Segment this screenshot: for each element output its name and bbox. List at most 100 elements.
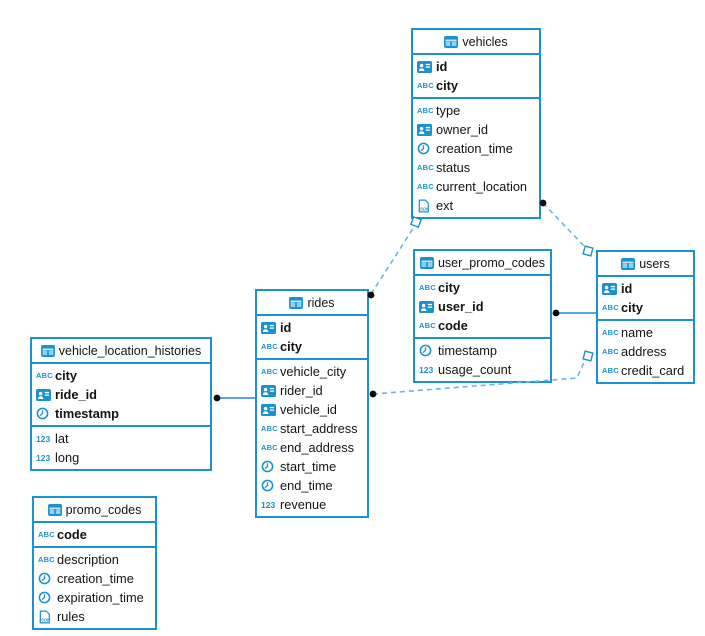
column-name: name (621, 325, 654, 340)
column-row: timestamp (415, 341, 550, 360)
column-name: city (621, 300, 644, 315)
column-name: start_time (280, 459, 337, 474)
column-row: 123 lat (32, 429, 210, 448)
column-name: creation_time (436, 141, 513, 156)
column-row: user_id (415, 297, 550, 316)
column-row: ABC status (413, 158, 539, 177)
123-icon: 123 (36, 452, 51, 463)
column-name: rider_id (280, 383, 323, 398)
table-header: users (598, 252, 693, 277)
id-card-icon (419, 301, 436, 313)
column-row: ext (413, 196, 539, 215)
column-row: ABC current_location (413, 177, 539, 196)
column-row: id (598, 279, 693, 298)
abc-icon: ABC (261, 342, 278, 351)
column-name: id (621, 281, 633, 296)
abc-icon: ABC (261, 367, 278, 376)
clock-icon (417, 142, 434, 155)
column-name: expiration_time (57, 590, 144, 605)
column-name: city (436, 78, 459, 93)
table-title: rides (307, 295, 335, 310)
column-row: ABC city (32, 366, 210, 385)
abc-icon: ABC (417, 106, 434, 115)
table-title: user_promo_codes (437, 255, 545, 270)
column-row: creation_time (413, 139, 539, 158)
column-row: ABC city (413, 76, 539, 95)
column-name: timestamp (438, 343, 498, 358)
table-header: vehicle_location_histories (32, 339, 210, 364)
column-name: timestamp (55, 406, 120, 421)
column-name: vehicle_id (280, 402, 337, 417)
column-row: rider_id (257, 381, 367, 400)
abc-icon: ABC (419, 321, 436, 330)
id-card-icon (261, 385, 278, 397)
table-title: vehicle_location_histories (58, 343, 202, 358)
column-row: ABC start_address (257, 419, 367, 438)
column-row: expiration_time (34, 588, 155, 607)
column-name: end_address (280, 440, 354, 455)
column-name: usage_count (438, 362, 512, 377)
table-icon (41, 345, 55, 357)
table-header: rides (257, 291, 367, 316)
column-row: ABC city (257, 337, 367, 356)
table-promo-codes[interactable]: promo_codes ABC code ABC description cre… (32, 496, 157, 630)
abc-icon: ABC (417, 81, 434, 90)
json-icon (417, 199, 434, 213)
abc-icon: ABC (38, 530, 55, 539)
table-header: user_promo_codes (415, 251, 550, 276)
table-user-promo-codes[interactable]: user_promo_codes ABC city user_id ABC co… (413, 249, 552, 383)
column-name: type (436, 103, 461, 118)
column-row: 123 usage_count (415, 360, 550, 379)
table-title: promo_codes (65, 502, 142, 517)
abc-icon: ABC (419, 283, 436, 292)
table-vehicle-location-histories[interactable]: vehicle_location_histories ABC city ride… (30, 337, 212, 471)
column-name: long (55, 450, 80, 465)
column-name: end_time (280, 478, 333, 493)
table-users[interactable]: users id ABC city ABC name ABC address A… (596, 250, 695, 384)
clock-icon (38, 591, 55, 604)
json-icon (38, 610, 55, 624)
abc-icon: ABC (36, 371, 53, 380)
table-title: users (639, 256, 670, 271)
column-row: timestamp (32, 404, 210, 423)
column-row: ABC vehicle_city (257, 362, 367, 381)
column-row: ABC address (598, 342, 693, 361)
column-name: code (438, 318, 468, 333)
id-card-icon (602, 283, 619, 295)
column-name: start_address (280, 421, 358, 436)
clock-icon (419, 344, 436, 357)
column-name: lat (55, 431, 69, 446)
column-name: ext (436, 198, 454, 213)
clock-icon (261, 460, 278, 473)
table-vehicles[interactable]: vehicles id ABC city ABC type owner_id (411, 28, 541, 219)
column-name: city (438, 280, 461, 295)
column-name: address (621, 344, 667, 359)
table-rides[interactable]: rides id ABC city ABC vehicle_city rider… (255, 289, 369, 518)
column-row: ABC city (598, 298, 693, 317)
column-row: id (257, 318, 367, 337)
column-name: city (55, 368, 78, 383)
abc-icon: ABC (602, 328, 619, 337)
table-icon (621, 258, 635, 270)
clock-icon (38, 572, 55, 585)
relation-vehicles-users (539, 199, 594, 257)
abc-icon: ABC (38, 555, 55, 564)
column-row: 123 long (32, 448, 210, 467)
123-icon: 123 (36, 433, 51, 444)
column-row: ABC description (34, 550, 155, 569)
column-row: start_time (257, 457, 367, 476)
relation-user-promo-codes-users (552, 309, 596, 317)
column-row: vehicle_id (257, 400, 367, 419)
table-icon (420, 257, 434, 269)
column-name: vehicle_city (280, 364, 347, 379)
id-card-icon (417, 124, 434, 136)
table-icon (444, 36, 458, 48)
column-name: description (57, 552, 119, 567)
column-name: code (57, 527, 87, 542)
column-row: ABC credit_card (598, 361, 693, 380)
abc-icon: ABC (602, 303, 619, 312)
column-row: ABC city (415, 278, 550, 297)
table-title: vehicles (462, 34, 508, 49)
clock-icon (261, 479, 278, 492)
column-name: id (436, 59, 448, 74)
